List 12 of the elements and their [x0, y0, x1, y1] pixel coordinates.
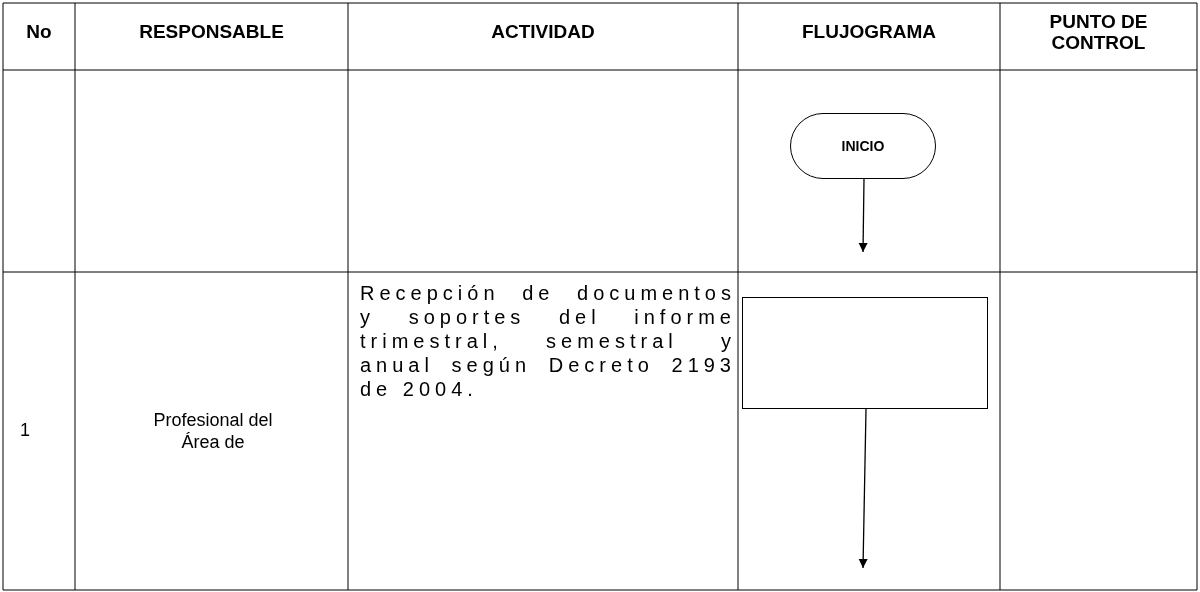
process-box — [742, 297, 988, 409]
column-header: FLUJOGRAMA — [800, 22, 938, 43]
arrow — [858, 408, 868, 569]
row-number: 1 — [20, 420, 31, 442]
table-cell-text: Profesional del Área de — [152, 410, 274, 454]
terminal-text: INICIO — [841, 138, 885, 154]
arrow — [858, 178, 868, 253]
column-header: RESPONSABLE — [138, 22, 285, 43]
table-cell-text: Recepción de documentos y soportes del informe trimestral, semestral y anual según Decreto 2193 de 2004. — [360, 281, 736, 401]
column-header: No — [25, 22, 53, 43]
column-header: PUNTO DE CONTROL — [1048, 12, 1149, 54]
column-header: ACTIVIDAD — [490, 22, 596, 43]
